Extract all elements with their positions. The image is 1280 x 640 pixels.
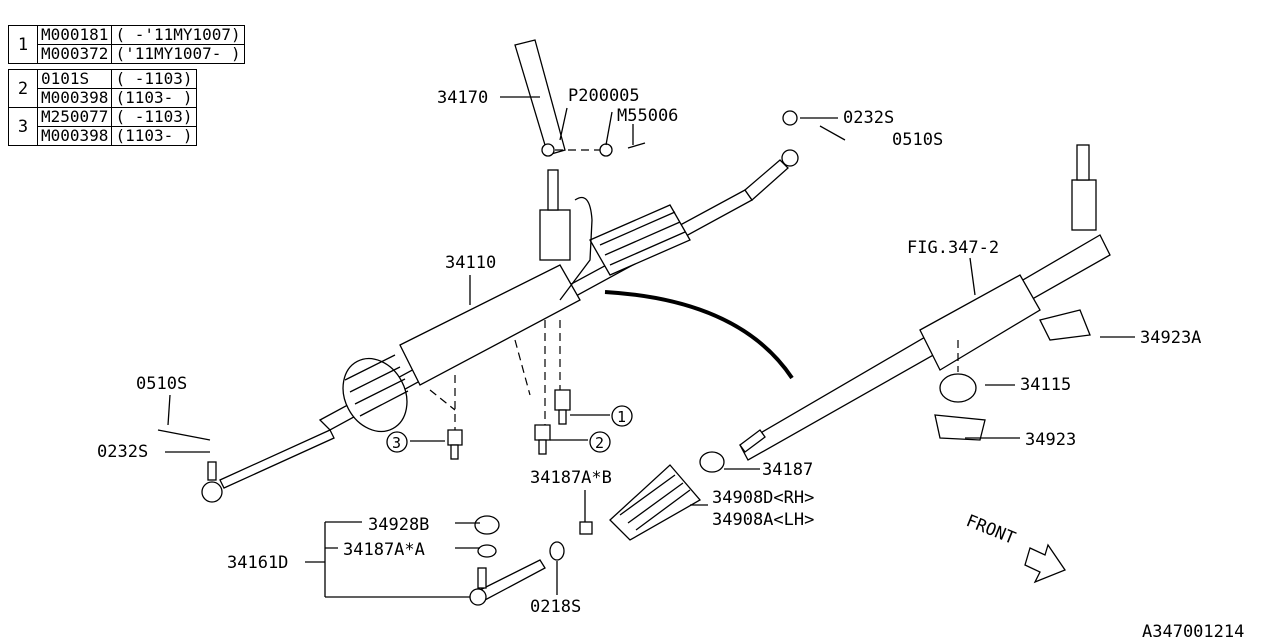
- date-range: ( -1103): [111, 69, 197, 89]
- callout-34908d-rh[interactable]: 34908D<RH>: [712, 488, 814, 508]
- front-indicator: FRONT: [963, 511, 1066, 584]
- callout-34161d[interactable]: 34161D: [227, 553, 288, 573]
- callout-p200005[interactable]: P200005: [568, 86, 640, 106]
- diagram-id: A347001214: [1142, 622, 1244, 640]
- callout-34187a-b[interactable]: 34187A*B: [530, 468, 612, 488]
- part-number[interactable]: M000398: [36, 126, 113, 146]
- date-range: (1103- ): [111, 88, 197, 108]
- callout-34923[interactable]: 34923: [1025, 430, 1076, 450]
- callout-34115[interactable]: 34115: [1020, 375, 1071, 395]
- date-range: ('11MY1007- ): [111, 44, 245, 64]
- marker-2-callout[interactable]: 2: [595, 434, 604, 452]
- gearbox-exploded-drawing: [739, 144, 1111, 461]
- callout-34908a-lh[interactable]: 34908A<LH>: [712, 510, 814, 530]
- marker-3-callout[interactable]: 3: [392, 434, 401, 452]
- date-range: ( -1103): [111, 107, 197, 127]
- callout-34170[interactable]: 34170: [437, 88, 488, 108]
- lower-parts-drawing: [469, 429, 766, 606]
- callout-34110[interactable]: 34110: [445, 253, 496, 273]
- transition-arrow: [604, 290, 794, 380]
- callout-0510s-right[interactable]: 0510S: [892, 130, 943, 150]
- callout-0218s[interactable]: 0218S: [530, 597, 581, 617]
- leader-lines: [157, 96, 1135, 598]
- callout-0510s-left[interactable]: 0510S: [136, 374, 187, 394]
- callout-m55006[interactable]: M55006: [617, 106, 678, 126]
- callout-34923a[interactable]: 34923A: [1140, 328, 1201, 348]
- callout-34187[interactable]: 34187: [762, 460, 813, 480]
- front-label: FRONT: [963, 511, 1018, 549]
- callout-0232s-left[interactable]: 0232S: [97, 442, 148, 462]
- date-range: (1103- ): [111, 126, 197, 146]
- marker-1-callout[interactable]: 1: [617, 408, 626, 426]
- part-number[interactable]: M000372: [36, 44, 113, 64]
- callout-34928b[interactable]: 34928B: [368, 515, 429, 535]
- steering-gearbox-drawing: [201, 39, 799, 503]
- callout-34187a-a[interactable]: 34187A*A: [343, 540, 425, 560]
- marker-1: 1: [8, 25, 38, 64]
- front-arrow-icon: [1024, 543, 1066, 584]
- callout-fig-347-2[interactable]: FIG.347-2: [907, 238, 999, 258]
- callout-0232s-right[interactable]: 0232S: [843, 108, 894, 128]
- marker-3: 3: [8, 107, 38, 146]
